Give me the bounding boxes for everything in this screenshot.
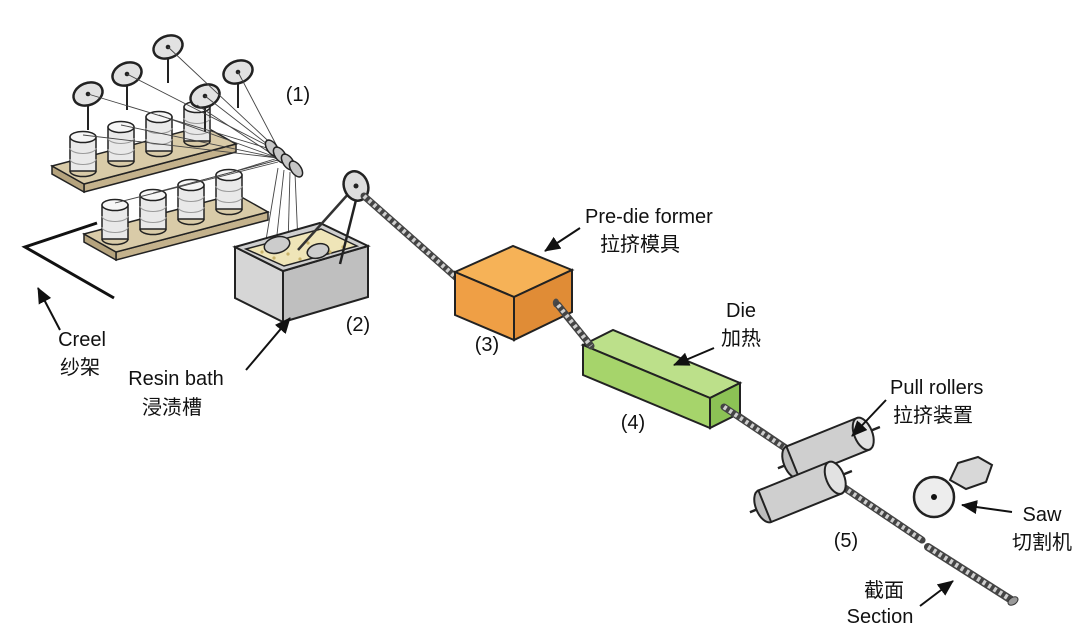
- resin-bath-arrow: [245, 317, 291, 371]
- fiber-spool: [69, 130, 97, 178]
- saw-body: [948, 455, 994, 491]
- die-label-zh: 加热: [721, 327, 761, 350]
- pull-roller-lower: [749, 460, 853, 524]
- die-label-en: Die: [726, 300, 756, 322]
- resin-bath-label-zh: 浸渍槽: [142, 396, 202, 419]
- step-label-1: (1): [286, 84, 310, 106]
- creel-label-zh: 纱架: [60, 356, 100, 379]
- pull-rollers-arrow: [851, 399, 887, 437]
- fiber-spool: [101, 198, 129, 246]
- callout-arrows: [37, 227, 1013, 607]
- section-label-zh: 截面: [864, 579, 904, 602]
- section-rod: [924, 543, 1019, 606]
- bath-roller: [306, 242, 330, 260]
- creel-arrow: [37, 287, 61, 331]
- section-arrow: [919, 580, 954, 607]
- saw-arrow: [961, 500, 1013, 515]
- pre-die-former-label-en: Pre-die former: [585, 206, 713, 228]
- guide-disk: [148, 29, 188, 85]
- guide-disk: [68, 76, 108, 132]
- labels: (1) (2) (3) (4) (5) Creel 纱架 Resin bath …: [58, 84, 1072, 628]
- step-label-4: (4): [621, 412, 645, 434]
- section-label-en: Section: [847, 606, 914, 628]
- creel-group: [50, 29, 270, 262]
- creel-bracket: [21, 221, 115, 300]
- pre-die-former-block: [452, 244, 575, 342]
- pull-rollers-label-zh: 拉挤装置: [893, 404, 973, 427]
- pre-die-former-label-zh: 拉挤模具: [600, 233, 680, 256]
- guide-roller-cluster: [264, 139, 304, 178]
- saw-label-en: Saw: [1023, 504, 1062, 526]
- die-block: [580, 328, 743, 430]
- bath-roller: [263, 235, 291, 255]
- pull-rollers-label-en: Pull rollers: [890, 377, 983, 399]
- resin-bath: [232, 221, 371, 324]
- step-label-5: (5): [834, 530, 858, 552]
- saw-unit: [912, 455, 994, 519]
- creel-label-en: Creel: [58, 329, 106, 351]
- step-label-2: (2): [346, 314, 370, 336]
- resin-stipple: [260, 241, 345, 261]
- step-label-3: (3): [475, 334, 499, 356]
- wet-strand: [297, 191, 351, 251]
- fiber-spool: [139, 188, 167, 236]
- resin-bath-label-en: Resin bath: [128, 368, 224, 390]
- saw-label-zh: 切割机: [1012, 531, 1072, 554]
- pre-die-former-arrow: [544, 227, 581, 252]
- fiber-spool: [107, 120, 135, 168]
- die-arrow: [673, 347, 715, 366]
